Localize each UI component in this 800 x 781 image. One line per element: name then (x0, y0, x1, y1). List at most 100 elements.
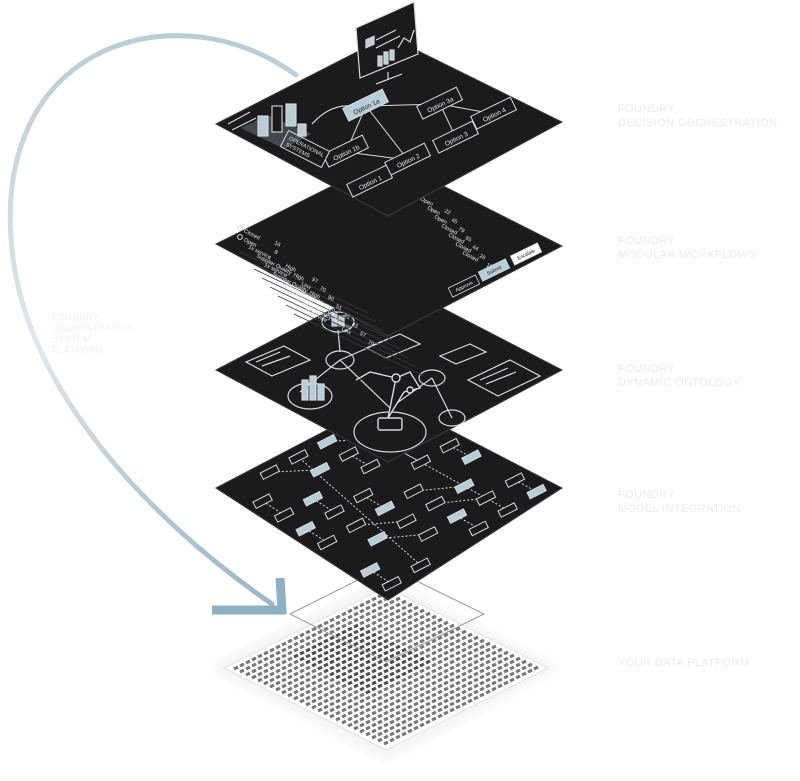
grid-cell (467, 680, 473, 686)
grid-cell (425, 695, 431, 701)
grid-cell (299, 698, 305, 704)
grid-cell (299, 674, 305, 680)
grid-cell (257, 653, 263, 659)
grid-cell (431, 620, 437, 626)
grid-cell (467, 692, 473, 698)
grid-cell (395, 656, 401, 662)
grid-cell (401, 701, 407, 707)
grid-cell (431, 710, 437, 716)
grid-cell (389, 629, 395, 635)
grid-cell (341, 635, 347, 641)
grid-cell (341, 665, 347, 671)
grid-cell (329, 659, 335, 665)
grid-cell (425, 641, 431, 647)
grid-cell (389, 617, 395, 623)
grid-cell (293, 689, 299, 695)
grid-cell (377, 623, 383, 629)
grid-cell (443, 710, 449, 716)
grid-cell (293, 653, 299, 659)
grid-cell (455, 680, 461, 686)
grid-cell (401, 623, 407, 629)
grid-cell (491, 650, 497, 656)
grid-cell (353, 677, 359, 683)
grid-cell (335, 638, 341, 644)
grid-cell (269, 647, 275, 653)
grid-cell (467, 698, 473, 704)
grid-cell (341, 641, 347, 647)
filter-radio (237, 225, 243, 231)
grid-cell (407, 644, 413, 650)
grid-cell (335, 656, 341, 662)
grid-cell (275, 662, 281, 668)
workflow-button (509, 242, 543, 266)
grid-cell (287, 656, 293, 662)
grid-cell (311, 704, 317, 710)
decision-option-box (342, 88, 390, 122)
grid-cell (359, 686, 365, 692)
grid-cell (323, 686, 329, 692)
grid-cell (401, 677, 407, 683)
grid-cell (371, 620, 377, 626)
grid-cell (299, 650, 305, 656)
grid-cell (263, 662, 269, 668)
grid-cell (461, 665, 467, 671)
grid-cell (515, 656, 521, 662)
grid-cell (389, 671, 395, 677)
grid-cell (455, 650, 461, 656)
grid-cell (479, 650, 485, 656)
grid-cell (455, 668, 461, 674)
grid-cell (497, 647, 503, 653)
grid-cell (437, 683, 443, 689)
grid-cell (419, 716, 425, 722)
grid-cell (305, 629, 311, 635)
grid-cell (341, 617, 347, 623)
grid-cell (425, 611, 431, 617)
grid-cell (515, 668, 521, 674)
grid-cell (269, 659, 275, 665)
grid-cell (491, 686, 497, 692)
grid-cell (377, 689, 383, 695)
grid-cell (365, 707, 371, 713)
grid-cell (305, 665, 311, 671)
grid-cell (347, 614, 353, 620)
grid-cell (485, 653, 491, 659)
grid-cell (317, 659, 323, 665)
grid-cell (377, 701, 383, 707)
grid-cell (455, 662, 461, 668)
integration-node (295, 520, 316, 537)
grid-cell (467, 638, 473, 644)
grid-cell (425, 677, 431, 683)
grid-cell (371, 734, 377, 740)
table-cell: 83 (350, 322, 358, 330)
grid-cell (401, 707, 407, 713)
grid-cell (377, 635, 383, 641)
status-cell: 22 (443, 208, 451, 216)
grid-cell (281, 653, 287, 659)
grid-cell (425, 665, 431, 671)
grid-cell (305, 671, 311, 677)
grid-cell (341, 623, 347, 629)
grid-cell (347, 692, 353, 698)
grid-cell (269, 671, 275, 677)
grid-cell (413, 611, 419, 617)
grid-cell (401, 599, 407, 605)
grid-cell (407, 692, 413, 698)
flow-arrow (7, 33, 299, 615)
grid-cell (395, 674, 401, 680)
grid-cell (407, 674, 413, 680)
side-label-line: SYSTEM (52, 334, 92, 344)
grid-cell (371, 710, 377, 716)
grid-cell (281, 683, 287, 689)
grid-cell (359, 722, 365, 728)
grid-cell (323, 674, 329, 680)
grid-cell (383, 602, 389, 608)
side-label-line: PLATFORM (52, 345, 104, 355)
grid-cell (509, 653, 515, 659)
grid-cell (335, 662, 341, 668)
grid-cell (437, 659, 443, 665)
grid-cell (311, 668, 317, 674)
decision-option-box (322, 134, 370, 168)
grid-cell (383, 722, 389, 728)
table-cell: 97 (310, 277, 318, 285)
